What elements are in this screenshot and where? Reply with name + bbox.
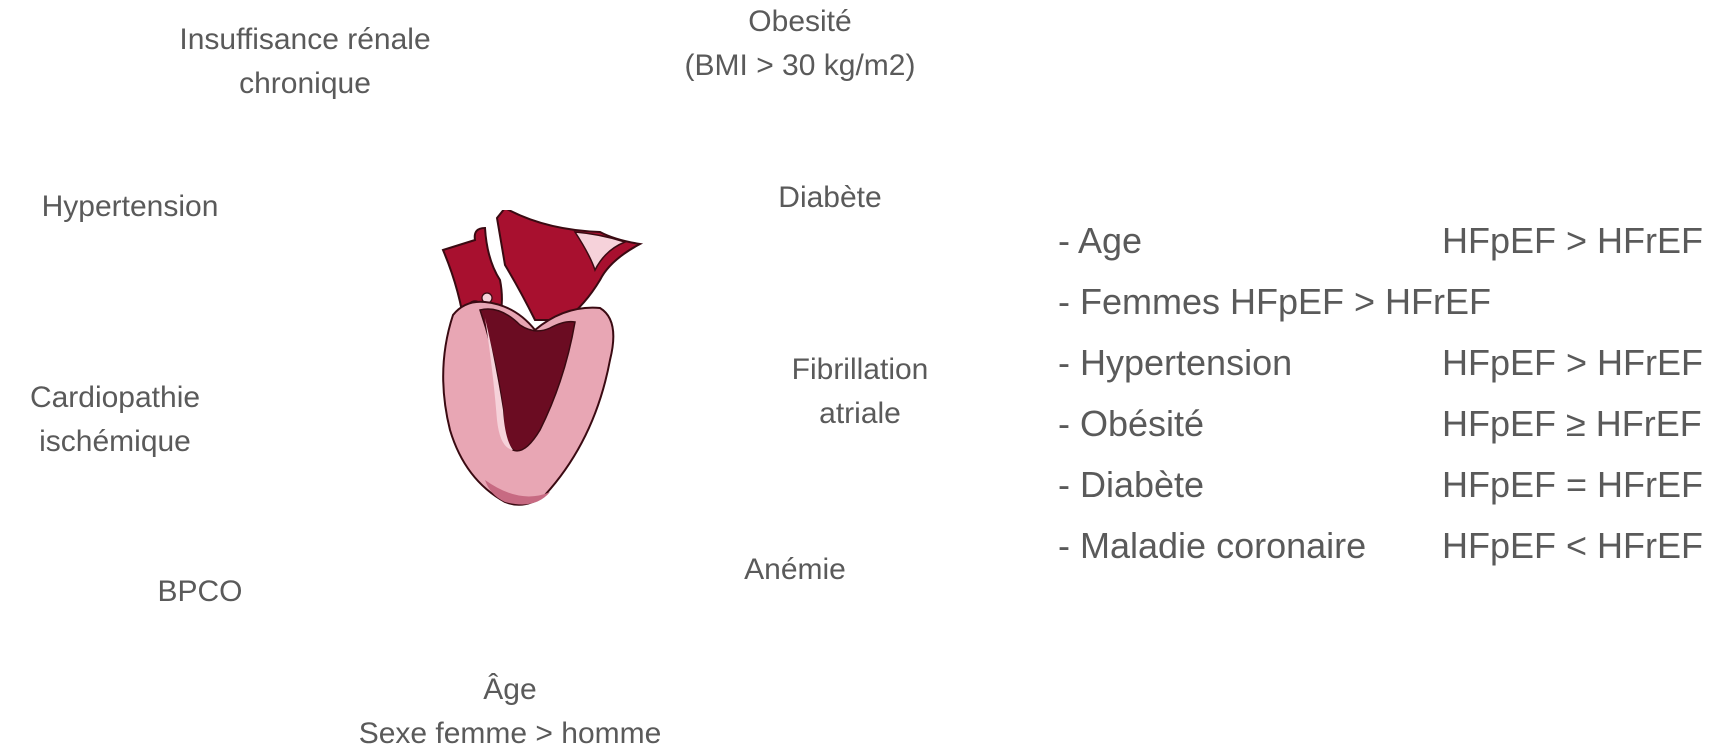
comparison-row-obesite: - Obésité HFpEF ≥ HFrEF xyxy=(1058,393,1714,454)
aorta-shape xyxy=(497,210,640,320)
label-bpco: BPCO xyxy=(140,570,260,614)
comparison-label: - Femmes HFpEF > HFrEF xyxy=(1058,271,1491,332)
comparison-label: - Hypertension xyxy=(1058,332,1292,393)
heart-anatomy-icon xyxy=(425,210,655,530)
comparison-label: - Maladie coronaire xyxy=(1058,515,1366,576)
comparison-value: HFpEF > HFrEF xyxy=(1442,332,1703,393)
comparison-value: HFpEF = HFrEF xyxy=(1442,454,1703,515)
label-hypertension: Hypertension xyxy=(10,185,250,229)
label-obesite: Obesité (BMI > 30 kg/m2) xyxy=(650,0,950,88)
comparison-row-hypertension: - Hypertension HFpEF > HFrEF xyxy=(1058,332,1714,393)
comparison-row-age: - Age HFpEF > HFrEF xyxy=(1058,210,1714,271)
label-insuffisance-renale: Insuffisance rénale chronique xyxy=(150,18,460,106)
comparison-label: - Obésité xyxy=(1058,393,1204,454)
comparison-row-femmes: - Femmes HFpEF > HFrEF xyxy=(1058,271,1714,332)
comparison-list: - Age HFpEF > HFrEF - Femmes HFpEF > HFr… xyxy=(1058,210,1714,576)
comparison-value: HFpEF > HFrEF xyxy=(1442,210,1703,271)
comparison-label: - Diabète xyxy=(1058,454,1204,515)
comparison-label: - Age xyxy=(1058,210,1142,271)
label-anemie: Anémie xyxy=(720,548,870,592)
comparison-value: HFpEF ≥ HFrEF xyxy=(1442,393,1702,454)
label-age-sexe: Âge Sexe femme > homme xyxy=(330,668,690,756)
label-diabete: Diabète xyxy=(740,176,920,220)
comparison-row-maladie-coronaire: - Maladie coronaire HFpEF < HFrEF xyxy=(1058,515,1714,576)
comparison-value: HFpEF < HFrEF xyxy=(1442,515,1703,576)
comparison-row-diabete: - Diabète HFpEF = HFrEF xyxy=(1058,454,1714,515)
label-fibrillation: Fibrillation atriale xyxy=(760,348,960,436)
label-cardiopathie: Cardiopathie ischémique xyxy=(0,376,230,464)
